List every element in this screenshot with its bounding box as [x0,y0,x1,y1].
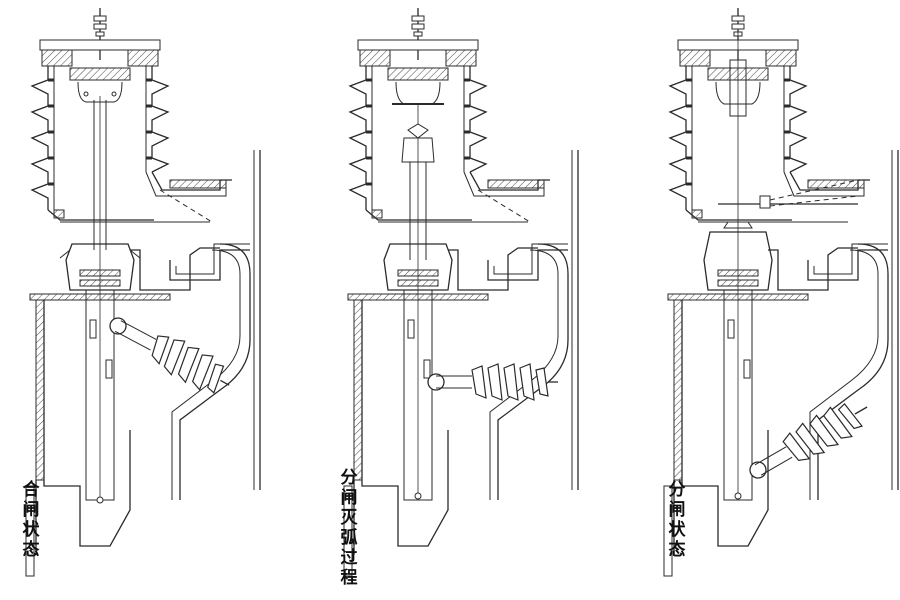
state-label-closed: 合闸状态 [22,480,40,560]
panel-open [663,7,899,577]
panel-arcing [343,7,579,577]
state-label-open: 分闸状态 [668,480,686,560]
panel-closed [25,7,261,577]
state-label-arcing: 分闸灭弧过程 [340,468,358,588]
